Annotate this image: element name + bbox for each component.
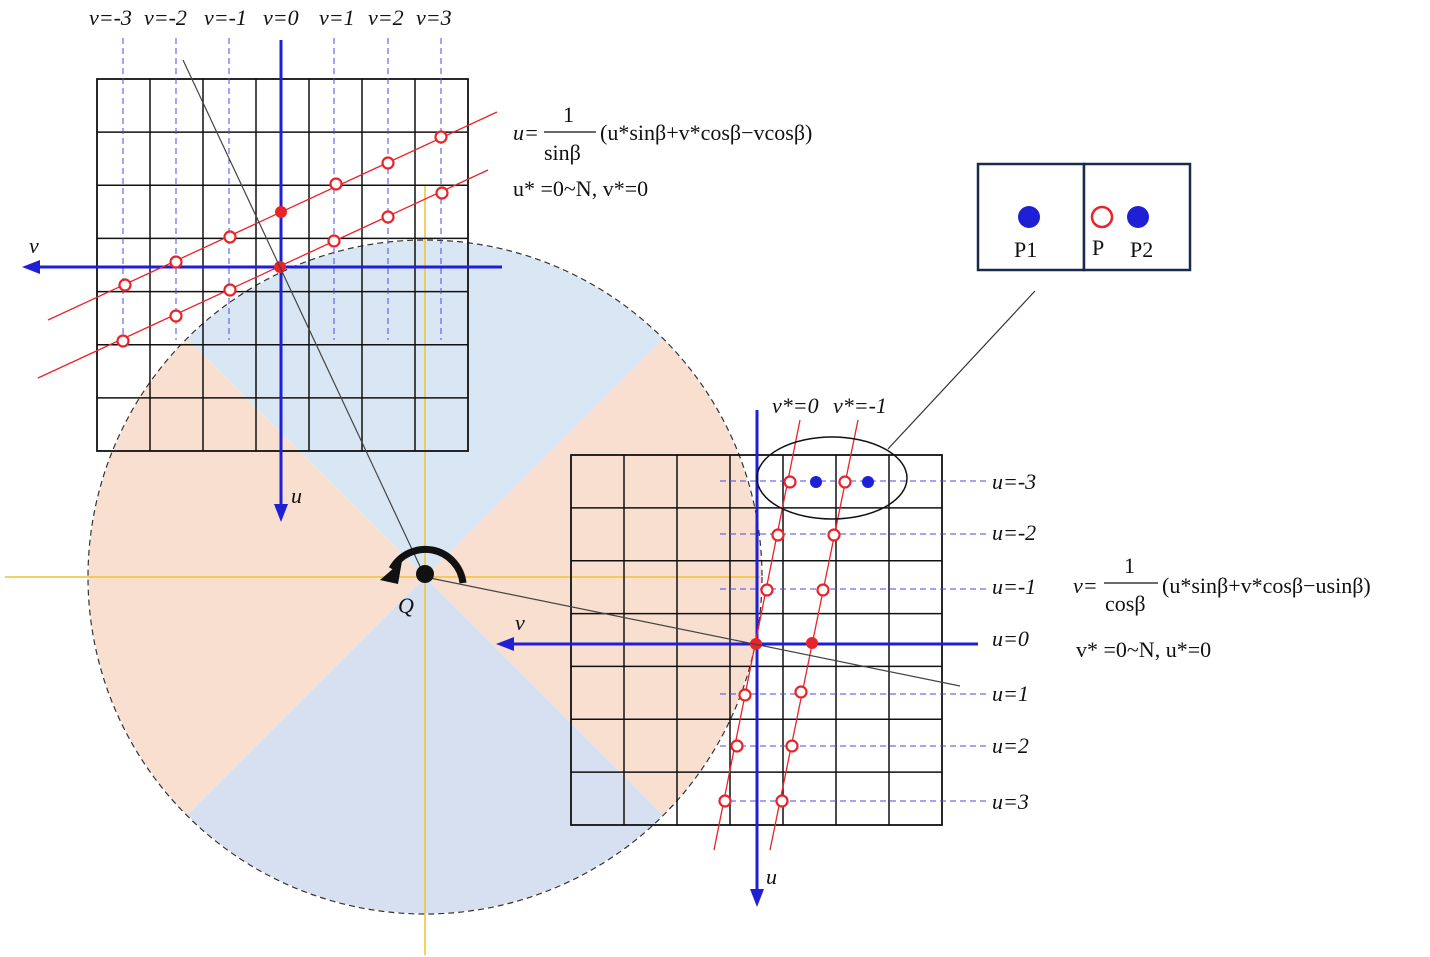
top-sample-point-open: [118, 278, 132, 292]
top-red-line-2: [37, 169, 489, 379]
zoom-ellipse: [756, 436, 908, 520]
bottom-u-labels: u=-3 u=-2 u=-1 u=0 u=1 u=2 u=3: [992, 469, 1036, 814]
zoom-blue-point-1: [810, 476, 822, 488]
top-eq-rhs: (u*sinβ+v*cosβ−vcosβ): [600, 120, 812, 145]
top-eq-den: sinβ: [544, 140, 581, 165]
bottom-sample-point-open: [838, 475, 852, 489]
bottom-u-label: u=3: [992, 789, 1029, 814]
top-sample-point-open: [327, 234, 341, 248]
rotation-arrowhead-icon: [380, 561, 402, 584]
top-sample-point-open: [434, 130, 448, 144]
bottom-u-label: u=2: [992, 733, 1029, 758]
bottom-v-axis-label: v: [515, 610, 525, 635]
bottom-u-label: u=-2: [992, 520, 1036, 545]
top-v-axis-label: v: [29, 233, 39, 258]
top-sample-point-open: [169, 309, 183, 323]
bottom-sample-point-open: [794, 685, 808, 699]
bottom-sample-point-open: [718, 794, 732, 808]
top-eq-lhs: u=: [513, 120, 539, 145]
diagonal-line-lower: [424, 576, 961, 687]
bottom-sample-point-open: [783, 475, 797, 489]
bottom-sample-point-open: [771, 528, 785, 542]
center-label: Q: [398, 593, 414, 618]
top-equation: u= 1 sinβ (u*sinβ+v*cosβ−vcosβ) u* =0~N,…: [513, 102, 812, 201]
bottom-eq-cond: v* =0~N, u*=0: [1076, 637, 1211, 662]
bottom-u-label: u=-1: [992, 574, 1036, 599]
inset-box: P1 P P2: [976, 162, 1192, 272]
top-v-label: v=-1: [204, 5, 247, 30]
bottom-line-label: v*=0: [772, 393, 819, 418]
bottom-v-axis-arrow-icon: [496, 637, 514, 651]
top-sample-point-open: [223, 230, 237, 244]
inset-p2-point: [1127, 206, 1149, 228]
bottom-equation: v= 1 cosβ (u*sinβ+v*cosβ−usinβ) v* =0~N,…: [1073, 553, 1371, 662]
top-sample-point-open: [381, 156, 395, 170]
top-sample-point-open: [116, 334, 130, 348]
rotation-center: Q: [380, 545, 467, 618]
bottom-eq-num: 1: [1124, 553, 1135, 578]
top-v-label: v=-2: [144, 5, 187, 30]
zoom-blue-point-2: [862, 476, 874, 488]
bottom-eq-rhs: (u*sinβ+v*cosβ−usinβ): [1162, 573, 1371, 598]
bottom-sample-point-open: [738, 688, 752, 702]
top-sample-point-open: [381, 210, 395, 224]
top-sample-points: [116, 130, 449, 348]
bottom-sample-point-filled: [806, 637, 818, 649]
top-v-label: v=-3: [89, 5, 132, 30]
center-point: [416, 565, 434, 583]
top-u-axis-arrow-icon: [274, 504, 288, 522]
bottom-red-line-1: [713, 419, 801, 851]
bottom-red-lines: [713, 419, 859, 851]
inset-p1-point: [1018, 206, 1040, 228]
top-axes: [22, 40, 502, 522]
inset-p1-label: P1: [1014, 237, 1037, 262]
bottom-sample-point-open: [775, 794, 789, 808]
inset-p-label: P: [1092, 235, 1104, 260]
bottom-axes: [496, 410, 978, 907]
top-sample-point-open: [169, 255, 183, 269]
bottom-sample-point-open: [827, 528, 841, 542]
bottom-u-label: u=1: [992, 681, 1029, 706]
rotation-circle: [5, 185, 763, 955]
bottom-u-axis-arrow-icon: [750, 889, 764, 907]
top-u-axis-label: u: [291, 483, 302, 508]
bottom-sample-point-open: [785, 739, 799, 753]
top-sample-point-filled: [275, 206, 287, 218]
top-sample-point-open: [435, 186, 449, 200]
callout-line: [887, 290, 1036, 450]
circle-outline: [87, 239, 763, 915]
rotation-arrow-icon: [388, 545, 467, 584]
top-v-label: v=1: [319, 5, 355, 30]
top-v-labels: v=-3 v=-2 v=-1 v=0 v=1 v=2 v=3: [89, 5, 452, 30]
top-eq-num: 1: [563, 102, 574, 127]
bottom-eq-den: cosβ: [1105, 591, 1146, 616]
top-v-label: v=0: [263, 5, 299, 30]
top-v-label: v=2: [368, 5, 404, 30]
bottom-sample-point-open: [760, 583, 774, 597]
inset-p2-label: P2: [1130, 237, 1153, 262]
top-eq-cond: u* =0~N, v*=0: [513, 176, 648, 201]
top-v-axis-arrow-icon: [22, 260, 40, 274]
top-v-label: v=3: [416, 5, 452, 30]
bottom-eq-lhs: v=: [1073, 573, 1098, 598]
bottom-u-axis-label: u: [766, 864, 777, 889]
bottom-u-label: u=-3: [992, 469, 1036, 494]
bottom-red-line-2: [769, 419, 859, 851]
top-sample-point-open: [223, 283, 237, 297]
inset-p-point: [1090, 205, 1114, 229]
bottom-sample-point-open: [730, 739, 744, 753]
top-sample-point-open: [329, 177, 343, 191]
bottom-line-label: v*=-1: [833, 393, 887, 418]
bottom-sample-point-open: [816, 583, 830, 597]
diagonal-line-upper: [182, 59, 426, 578]
bottom-u-label: u=0: [992, 626, 1029, 651]
